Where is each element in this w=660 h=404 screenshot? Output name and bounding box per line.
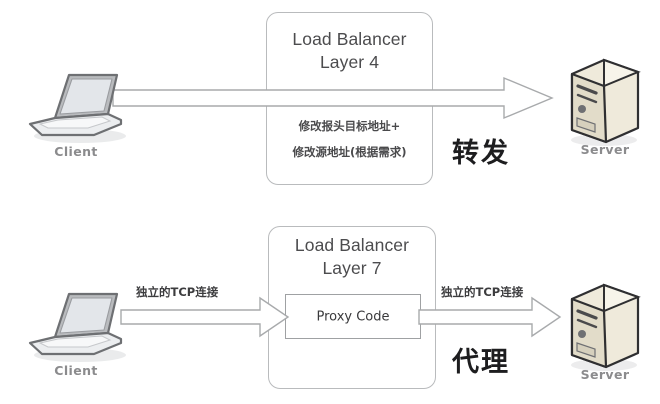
tcp-arrow-right (418, 296, 562, 338)
proxy-code-box: Proxy Code (285, 294, 421, 339)
server-label-top: Server (580, 142, 630, 157)
forward-arrow-top (112, 76, 554, 120)
server-icon-bottom (570, 283, 641, 371)
emphasis-forward: 转发 (452, 138, 510, 169)
emphasis-proxy: 代理 (452, 347, 510, 378)
layer4-note-line-1: 修改报头目标地址+ (298, 119, 401, 133)
client-label-bottom: Client (54, 363, 98, 378)
load-balancer-layer7-title: Load Balancer Layer 7 (294, 235, 410, 278)
tcp-connection-label-left: 独立的TCP连接 (136, 285, 219, 299)
layer4-note-line-2: 修改源地址(根据需求) (292, 145, 407, 159)
proxy-code-label: Proxy Code (316, 309, 390, 324)
client-label-top: Client (54, 144, 98, 159)
server-icon-top (570, 58, 641, 146)
client-laptop-icon-bottom (28, 292, 126, 362)
server-label-bottom: Server (580, 367, 630, 382)
load-balancer-layer4-title: Load Balancer Layer 4 (292, 29, 407, 72)
tcp-arrow-left (120, 296, 290, 338)
client-laptop-icon-top (28, 73, 126, 143)
tcp-connection-label-right: 独立的TCP连接 (441, 285, 524, 299)
